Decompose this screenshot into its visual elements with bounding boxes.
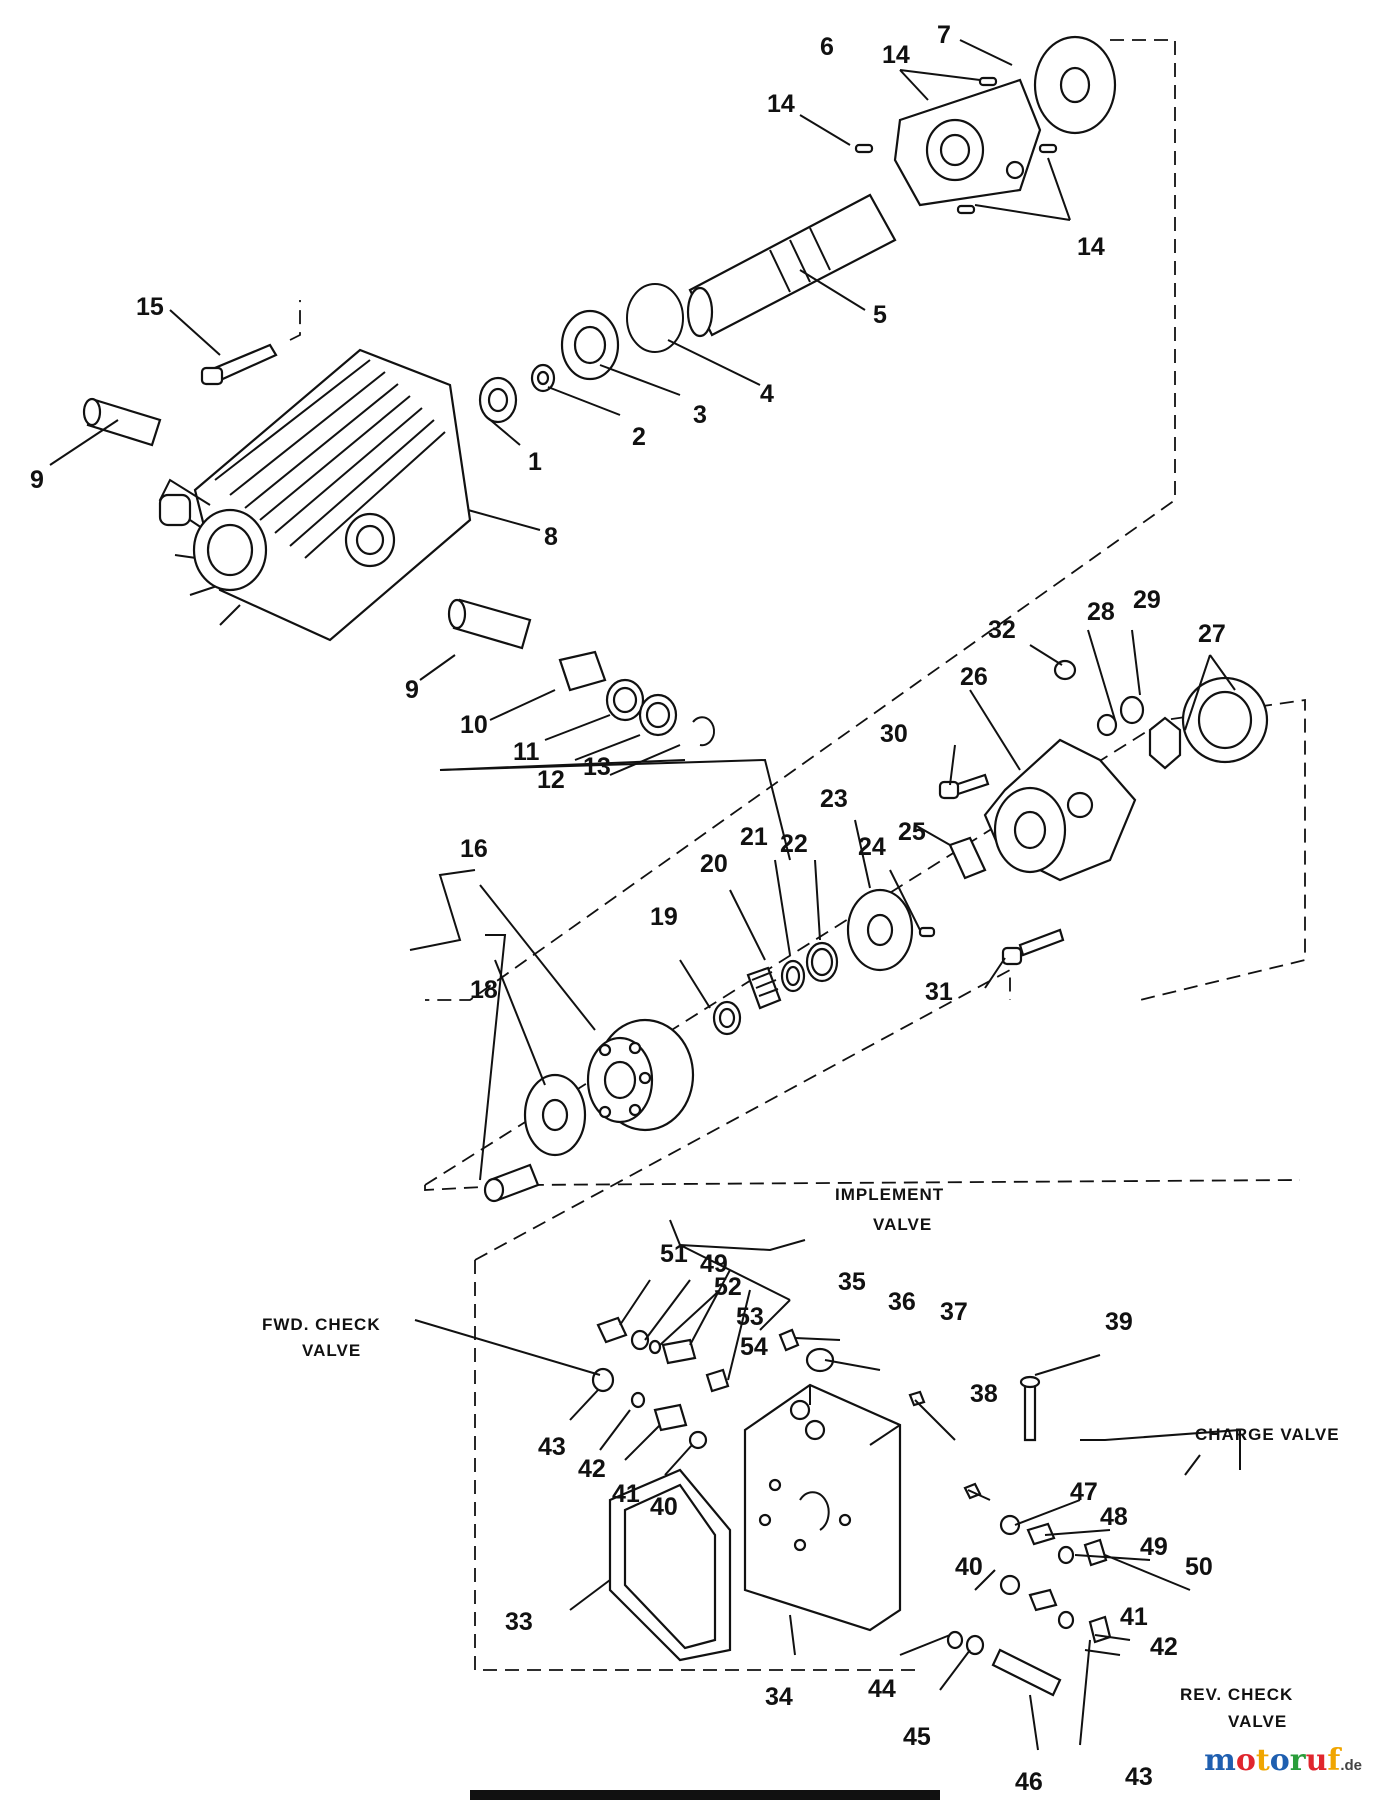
callout-15: 15 [136, 293, 164, 321]
callout-32: 32 [988, 616, 1016, 644]
callout-29: 29 [1133, 586, 1161, 614]
callout-12: 12 [537, 766, 565, 794]
callout-52: 52 [714, 1273, 742, 1301]
callout-9-lower: 9 [405, 676, 419, 704]
wm-letter: m [1204, 1743, 1236, 1778]
callout-28: 28 [1087, 598, 1115, 626]
callout-3: 3 [693, 401, 707, 429]
callout-9-upper: 9 [30, 466, 44, 494]
callout-25: 25 [898, 818, 926, 846]
callout-50: 50 [1185, 1553, 1213, 1581]
callout-14-left: 14 [767, 90, 795, 118]
lower-valve-parts [591, 1316, 1112, 1697]
callout-40-right: 40 [955, 1553, 983, 1581]
callout-44: 44 [868, 1675, 896, 1703]
callout-5: 5 [873, 301, 887, 329]
caption-charge-valve: CHARGE VALVE [1195, 1425, 1340, 1444]
caption-fwd-check-1: FWD. CHECK [262, 1315, 381, 1334]
wm-letter: r [1289, 1743, 1306, 1778]
callout-43-left: 43 [538, 1433, 566, 1461]
phantom-outlines [289, 39, 1306, 1671]
callout-16: 16 [460, 835, 488, 863]
callout-30: 30 [880, 720, 908, 748]
callout-41-left: 41 [612, 1480, 640, 1508]
callout-numbers: 1 2 3 4 5 6 7 8 9 9 10 11 12 13 14 14 14… [30, 21, 1226, 1796]
callout-24: 24 [858, 833, 886, 861]
wm-letter: t [1255, 1743, 1270, 1778]
callout-13: 13 [583, 753, 611, 781]
callout-53: 53 [736, 1303, 764, 1331]
callout-10: 10 [460, 711, 488, 739]
callout-51: 51 [660, 1240, 688, 1268]
callout-42-left: 42 [578, 1455, 606, 1483]
callout-48: 48 [1100, 1503, 1128, 1531]
callout-14-right: 14 [1077, 233, 1105, 261]
callout-40-left: 40 [650, 1493, 678, 1521]
wm-letter: u [1305, 1743, 1328, 1778]
callout-31: 31 [925, 978, 953, 1006]
watermark-logo: motoruf.de [1204, 1743, 1362, 1778]
callout-22: 22 [780, 830, 808, 858]
callout-43-right: 43 [1125, 1763, 1153, 1791]
callout-46: 46 [1015, 1768, 1043, 1796]
callout-11: 11 [513, 738, 540, 766]
callout-54: 54 [740, 1333, 768, 1361]
wm-letter: o [1269, 1743, 1290, 1778]
callout-4: 4 [760, 380, 774, 408]
bottom-title-bar [470, 1790, 940, 1800]
middle-pump-parts [483, 659, 1269, 1203]
valve-captions: IMPLEMENT VALVE FWD. CHECK VALVE CHARGE … [262, 1185, 1340, 1731]
callout-19: 19 [650, 903, 678, 931]
callout-41-right: 41 [1120, 1603, 1148, 1631]
caption-fwd-check-2: VALVE [302, 1341, 361, 1360]
wm-letter: o [1235, 1743, 1256, 1778]
callout-18: 18 [470, 976, 498, 1004]
housing-part-8 [158, 348, 472, 642]
callout-45: 45 [903, 1723, 931, 1751]
callout-23: 23 [820, 785, 848, 813]
leader-lines [49, 39, 1241, 1751]
callout-8: 8 [544, 523, 558, 551]
callout-37: 37 [940, 1298, 968, 1326]
caption-rev-check-1: REV. CHECK [1180, 1685, 1293, 1704]
callout-2: 2 [632, 423, 646, 451]
callout-47: 47 [1070, 1478, 1098, 1506]
caption-implement-valve-2: VALVE [873, 1215, 932, 1234]
callout-35: 35 [838, 1268, 866, 1296]
callout-7: 7 [937, 21, 951, 49]
callout-6: 6 [820, 33, 834, 61]
callout-27: 27 [1198, 620, 1226, 648]
callout-36: 36 [888, 1288, 916, 1316]
callout-39: 39 [1105, 1308, 1133, 1336]
callout-42-right: 42 [1150, 1633, 1178, 1661]
callout-49-left: 49 [700, 1250, 728, 1278]
callout-21: 21 [740, 823, 768, 851]
callout-20: 20 [700, 850, 728, 878]
callout-26: 26 [960, 663, 988, 691]
callout-14-top: 14 [882, 41, 910, 69]
wm-suffix: .de [1340, 1757, 1362, 1774]
callout-33: 33 [505, 1608, 533, 1636]
upper-shaft-parts [82, 35, 1117, 747]
callout-38: 38 [970, 1380, 998, 1408]
caption-implement-valve-1: IMPLEMENT [835, 1185, 944, 1204]
callout-1: 1 [528, 448, 542, 476]
callout-49-right: 49 [1140, 1533, 1168, 1561]
wm-letter: f [1327, 1743, 1341, 1778]
callout-34: 34 [765, 1683, 793, 1711]
caption-rev-check-2: VALVE [1228, 1712, 1287, 1731]
